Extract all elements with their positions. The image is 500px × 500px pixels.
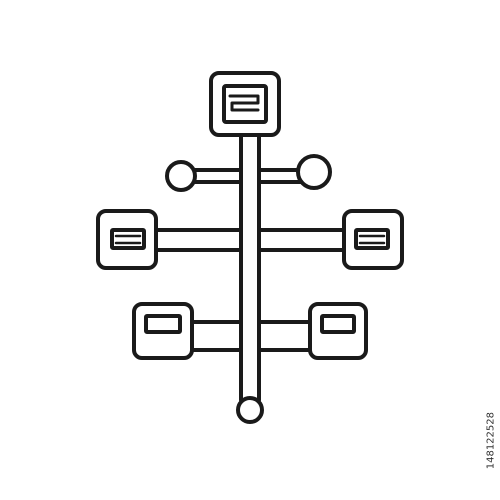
lower-left-node-inner <box>144 314 182 334</box>
middle-arm-right <box>257 228 346 252</box>
trunk-line <box>239 134 261 402</box>
lower-arm-left <box>190 320 243 352</box>
middle-arm-left <box>154 228 243 252</box>
middle-right-node-inner <box>354 228 390 250</box>
top-node-lines <box>228 94 260 112</box>
lower-right-node-inner <box>320 314 356 334</box>
upper-right-circle <box>296 154 332 190</box>
middle-left-node-lines <box>114 234 142 245</box>
middle-right-node-box <box>342 209 404 270</box>
upper-arm-right <box>257 168 304 184</box>
middle-left-node-box <box>96 209 158 270</box>
top-node-inner <box>222 84 268 124</box>
stock-id-label: 148122528 <box>485 412 496 470</box>
upper-left-circle <box>165 160 197 192</box>
bottom-node-circle <box>236 396 264 424</box>
middle-right-node-lines <box>358 234 386 245</box>
lower-arm-right <box>257 320 312 352</box>
upper-arm-left <box>192 168 243 184</box>
middle-left-node-inner <box>110 228 146 250</box>
